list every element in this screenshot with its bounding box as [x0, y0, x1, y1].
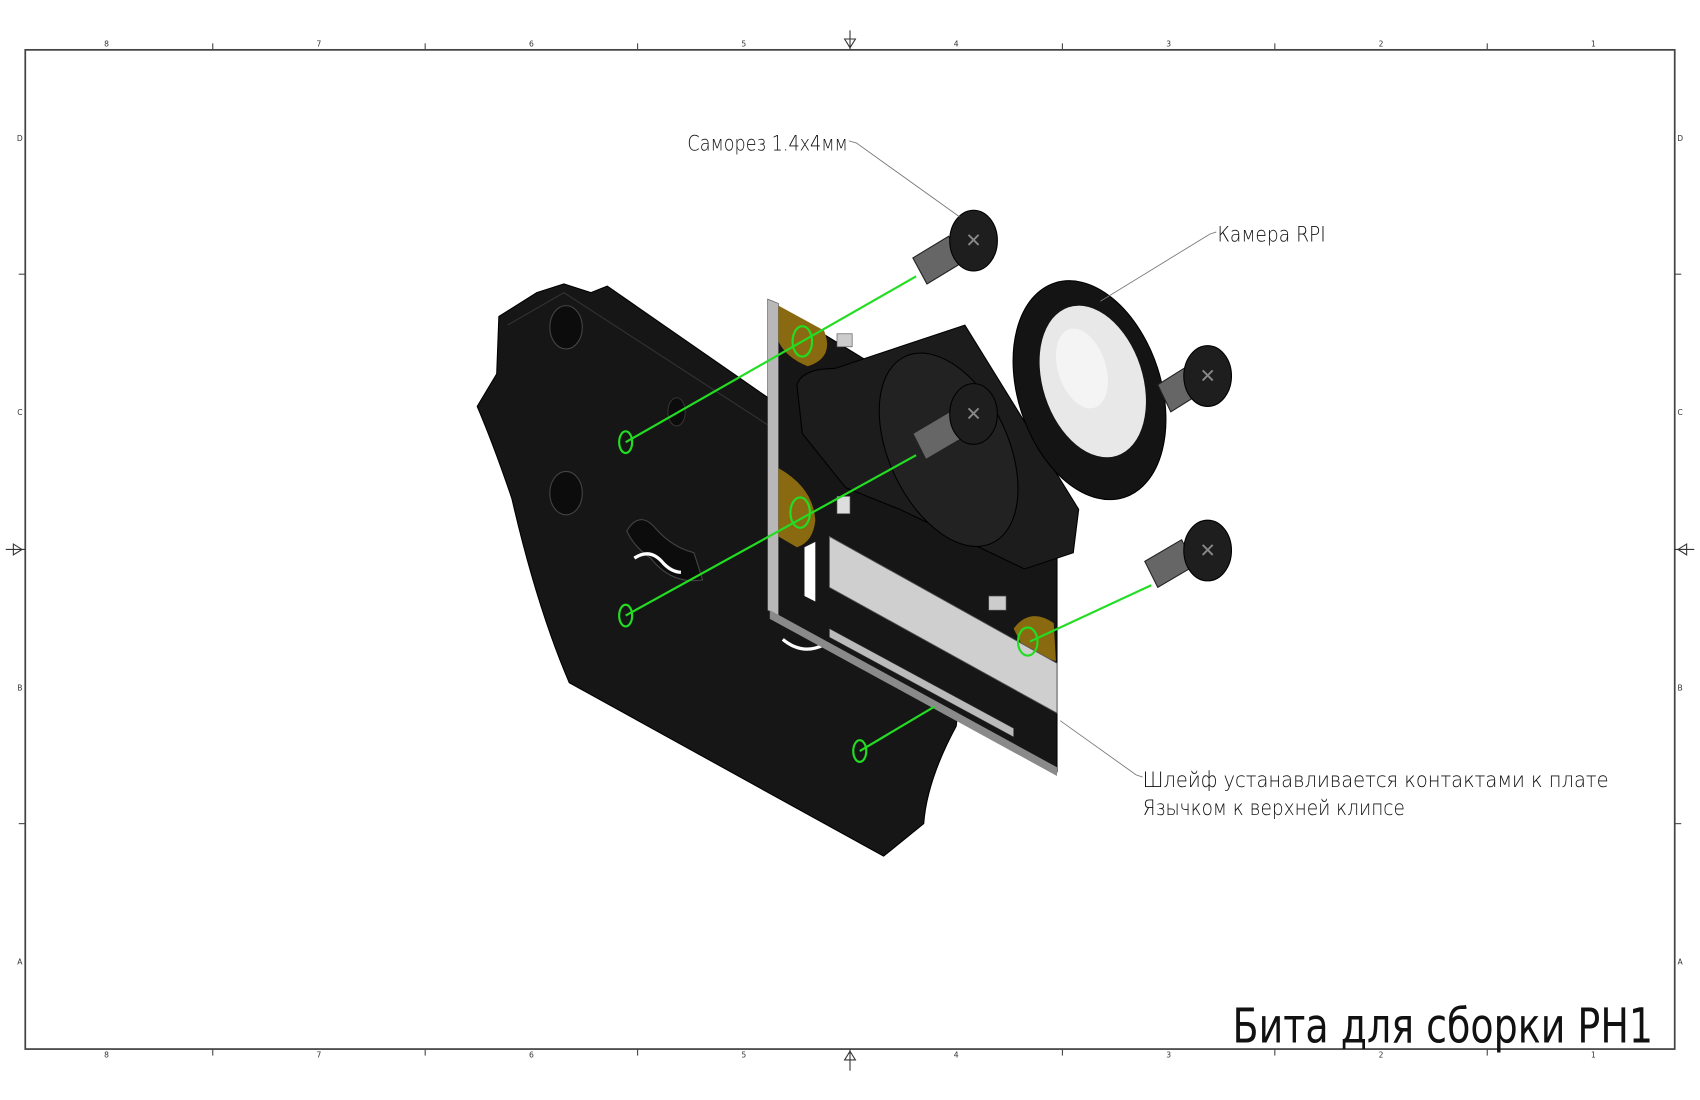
- row-label: A: [17, 958, 23, 967]
- assembly-axis-lines: [618, 275, 1152, 763]
- row-label: D: [17, 134, 23, 143]
- column-label: 4: [954, 1051, 959, 1060]
- camera-annotation: Камера RPI: [1217, 223, 1325, 248]
- column-label: 8: [104, 1051, 109, 1060]
- column-label: 7: [317, 1051, 322, 1060]
- column-label: 6: [529, 40, 534, 49]
- row-label: B: [17, 683, 22, 692]
- screw-annotation: Саморез 1.4х4мм: [687, 132, 847, 157]
- svg-text:✕: ✕: [965, 402, 981, 425]
- row-label: A: [1678, 958, 1684, 967]
- row-label: B: [1678, 683, 1683, 692]
- svg-text:✕: ✕: [1199, 539, 1215, 562]
- plate-hole: [667, 397, 686, 427]
- plate-hole: [549, 305, 583, 350]
- row-labels-right: D C B A: [1677, 134, 1683, 967]
- column-label: 1: [1591, 40, 1596, 49]
- leader-lines: [848, 140, 1217, 778]
- screw: ✕: [912, 383, 998, 461]
- mount-pad: [778, 305, 828, 367]
- column-label: 4: [954, 40, 959, 49]
- mounting-plate: [476, 283, 977, 857]
- column-label: 7: [317, 40, 322, 49]
- zone-ticks: [18, 43, 1682, 1056]
- cable-annotation-line1: Шлейф устанавливается контактами к плате: [1143, 768, 1609, 793]
- column-label: 5: [741, 40, 746, 49]
- svg-text:✕: ✕: [965, 229, 981, 252]
- screw: ✕: [1157, 345, 1233, 413]
- row-label: D: [1677, 134, 1683, 143]
- column-label: 2: [1379, 40, 1384, 49]
- plate-slot: [626, 519, 704, 582]
- cable-annotation-line2: Язычком к верхней клипсе: [1143, 796, 1405, 821]
- column-label: 1: [1591, 1051, 1596, 1060]
- ribbon-connector: [828, 535, 1058, 714]
- column-labels-bottom: 8 7 6 5 4 3 2 1: [104, 1051, 1596, 1060]
- column-label: 5: [741, 1051, 746, 1060]
- svg-text:✕: ✕: [1199, 365, 1215, 388]
- column-labels-top: 8 7 6 5 4 3 2 1: [104, 40, 1596, 49]
- sheet-title: Бита для сборки PH1: [1233, 1000, 1653, 1055]
- row-label: C: [1677, 408, 1682, 417]
- column-label: 8: [104, 40, 109, 49]
- column-label: 3: [1166, 1051, 1171, 1060]
- row-label: C: [17, 408, 22, 417]
- centering-arrows: [5, 30, 1695, 1071]
- mount-pad: [778, 468, 816, 548]
- column-label: 3: [1166, 40, 1171, 49]
- screw: ✕: [1144, 519, 1233, 589]
- row-labels-left: D C B A: [17, 134, 23, 967]
- column-label: 2: [1379, 1051, 1384, 1060]
- plate-hole: [549, 470, 583, 516]
- column-label: 6: [529, 1051, 534, 1060]
- screw: ✕: [912, 209, 998, 285]
